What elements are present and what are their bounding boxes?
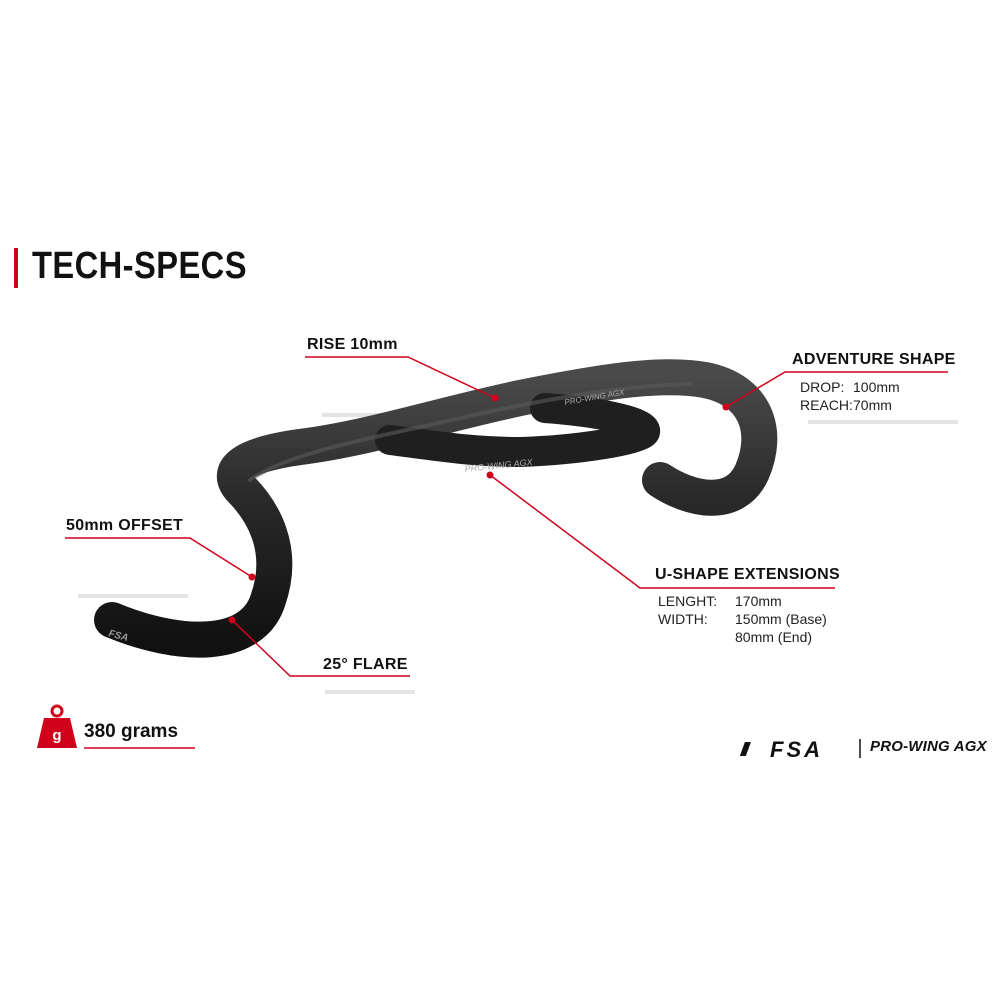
flare-callout-line — [231, 619, 410, 677]
length-spec-value: 170mm — [735, 593, 782, 609]
weight-icon-letter: g — [52, 727, 61, 744]
length-spec: LENGHT: 170mm — [658, 593, 782, 609]
u-shape-extensions-label: U-SHAPE EXTENSIONS — [655, 566, 840, 583]
page-title: TECH-SPECS — [32, 245, 247, 287]
adventure-shape-label: ADVENTURE SHAPE — [792, 351, 956, 368]
width-spec: WIDTH: 150mm (Base) — [658, 611, 827, 627]
fsa-logo-icon — [739, 742, 751, 756]
product-name: PRO-WING AGX — [870, 738, 987, 755]
weight-text: 380 grams — [84, 721, 179, 742]
title-accent-bar — [14, 248, 18, 288]
callout-lines — [65, 356, 948, 749]
width-spec-label: WIDTH: — [658, 611, 708, 627]
handlebar-main-tube — [94, 359, 778, 658]
flare-label: 25° FLARE — [323, 656, 408, 673]
reach-spec-value: 70mm — [853, 397, 892, 413]
reach-spec-label: REACH: — [800, 397, 853, 413]
callout-dots — [228, 394, 730, 624]
drop-spec-value: 100mm — [853, 379, 900, 395]
handlebar-body — [94, 359, 778, 658]
length-spec-label: LENGHT: — [658, 593, 718, 609]
u-shape-extension-tube — [375, 393, 660, 467]
drop-spec: DROP: 100mm — [800, 379, 900, 395]
bar-logo-print: FSA — [107, 628, 129, 644]
faint-background-text — [78, 413, 958, 694]
adventure-callout-line — [725, 371, 948, 408]
width-spec-end: 80mm (End) — [735, 629, 813, 645]
rise-label: RISE 10mm — [307, 336, 398, 353]
reach-spec: REACH:70mm — [800, 397, 892, 413]
width-spec-base: 150mm (Base) — [735, 611, 827, 627]
weight-icon — [37, 704, 77, 748]
rise-callout-line — [305, 356, 496, 399]
offset-callout-line — [65, 537, 253, 578]
fsa-logo: FSA — [770, 737, 823, 762]
offset-label: 50mm OFFSET — [66, 517, 184, 534]
u-shape-callout-line — [489, 474, 835, 589]
drop-spec-label: DROP: — [800, 379, 845, 395]
